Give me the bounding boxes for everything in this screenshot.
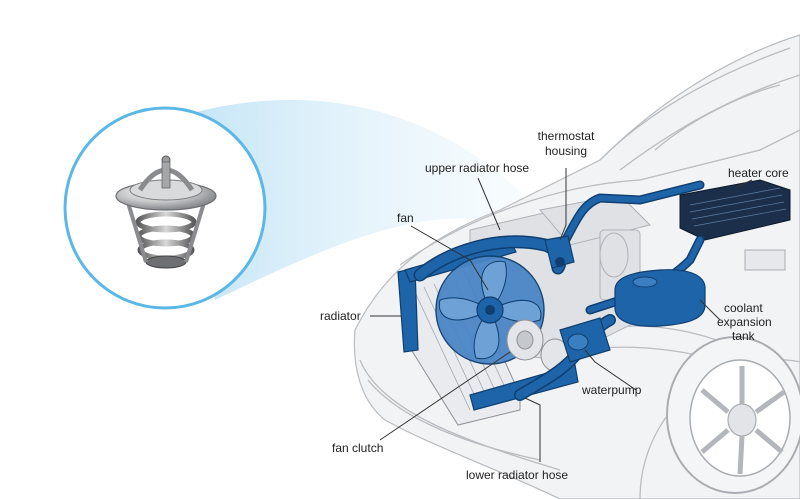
label-radiator: radiator <box>320 309 361 323</box>
coolant-hoses <box>413 180 705 401</box>
label-lower-radiator-hose: lower radiator hose <box>466 468 568 482</box>
label-coolant-line2: expansion <box>717 315 772 329</box>
leader-thermostat-housing <box>559 168 567 241</box>
thermostat-part-icon <box>115 155 217 269</box>
label-fan: fan <box>397 211 414 225</box>
label-thermostat-housing-line2: housing <box>545 144 587 158</box>
leader-upper-radiator-hose <box>477 177 501 231</box>
label-waterpump: waterpump <box>581 383 642 397</box>
label-thermostat-housing-line1: thermostat <box>538 129 595 143</box>
label-heater-core: heater core <box>728 166 789 180</box>
leader-lower-radiator-hose <box>524 397 541 462</box>
leader-coolant-expansion-tank <box>699 299 721 321</box>
callout-beam <box>175 99 560 300</box>
thermostat-callout <box>63 106 267 310</box>
coolant-expansion-tank <box>614 269 706 327</box>
heater-core <box>679 179 791 271</box>
leader-waterpump <box>584 349 637 391</box>
leader-heater-core <box>734 179 753 189</box>
label-upper-radiator-hose: upper radiator hose <box>425 161 529 175</box>
leader-lines <box>370 168 753 462</box>
label-fan-clutch: fan clutch <box>332 441 383 455</box>
leader-fan-clutch <box>379 351 511 441</box>
labels: thermostat housing upper radiator hose h… <box>320 129 789 482</box>
label-coolant-line3: tank <box>732 329 756 343</box>
front-wheel <box>666 336 800 494</box>
label-coolant-line1: coolant <box>724 301 763 315</box>
leader-fan <box>410 225 489 291</box>
